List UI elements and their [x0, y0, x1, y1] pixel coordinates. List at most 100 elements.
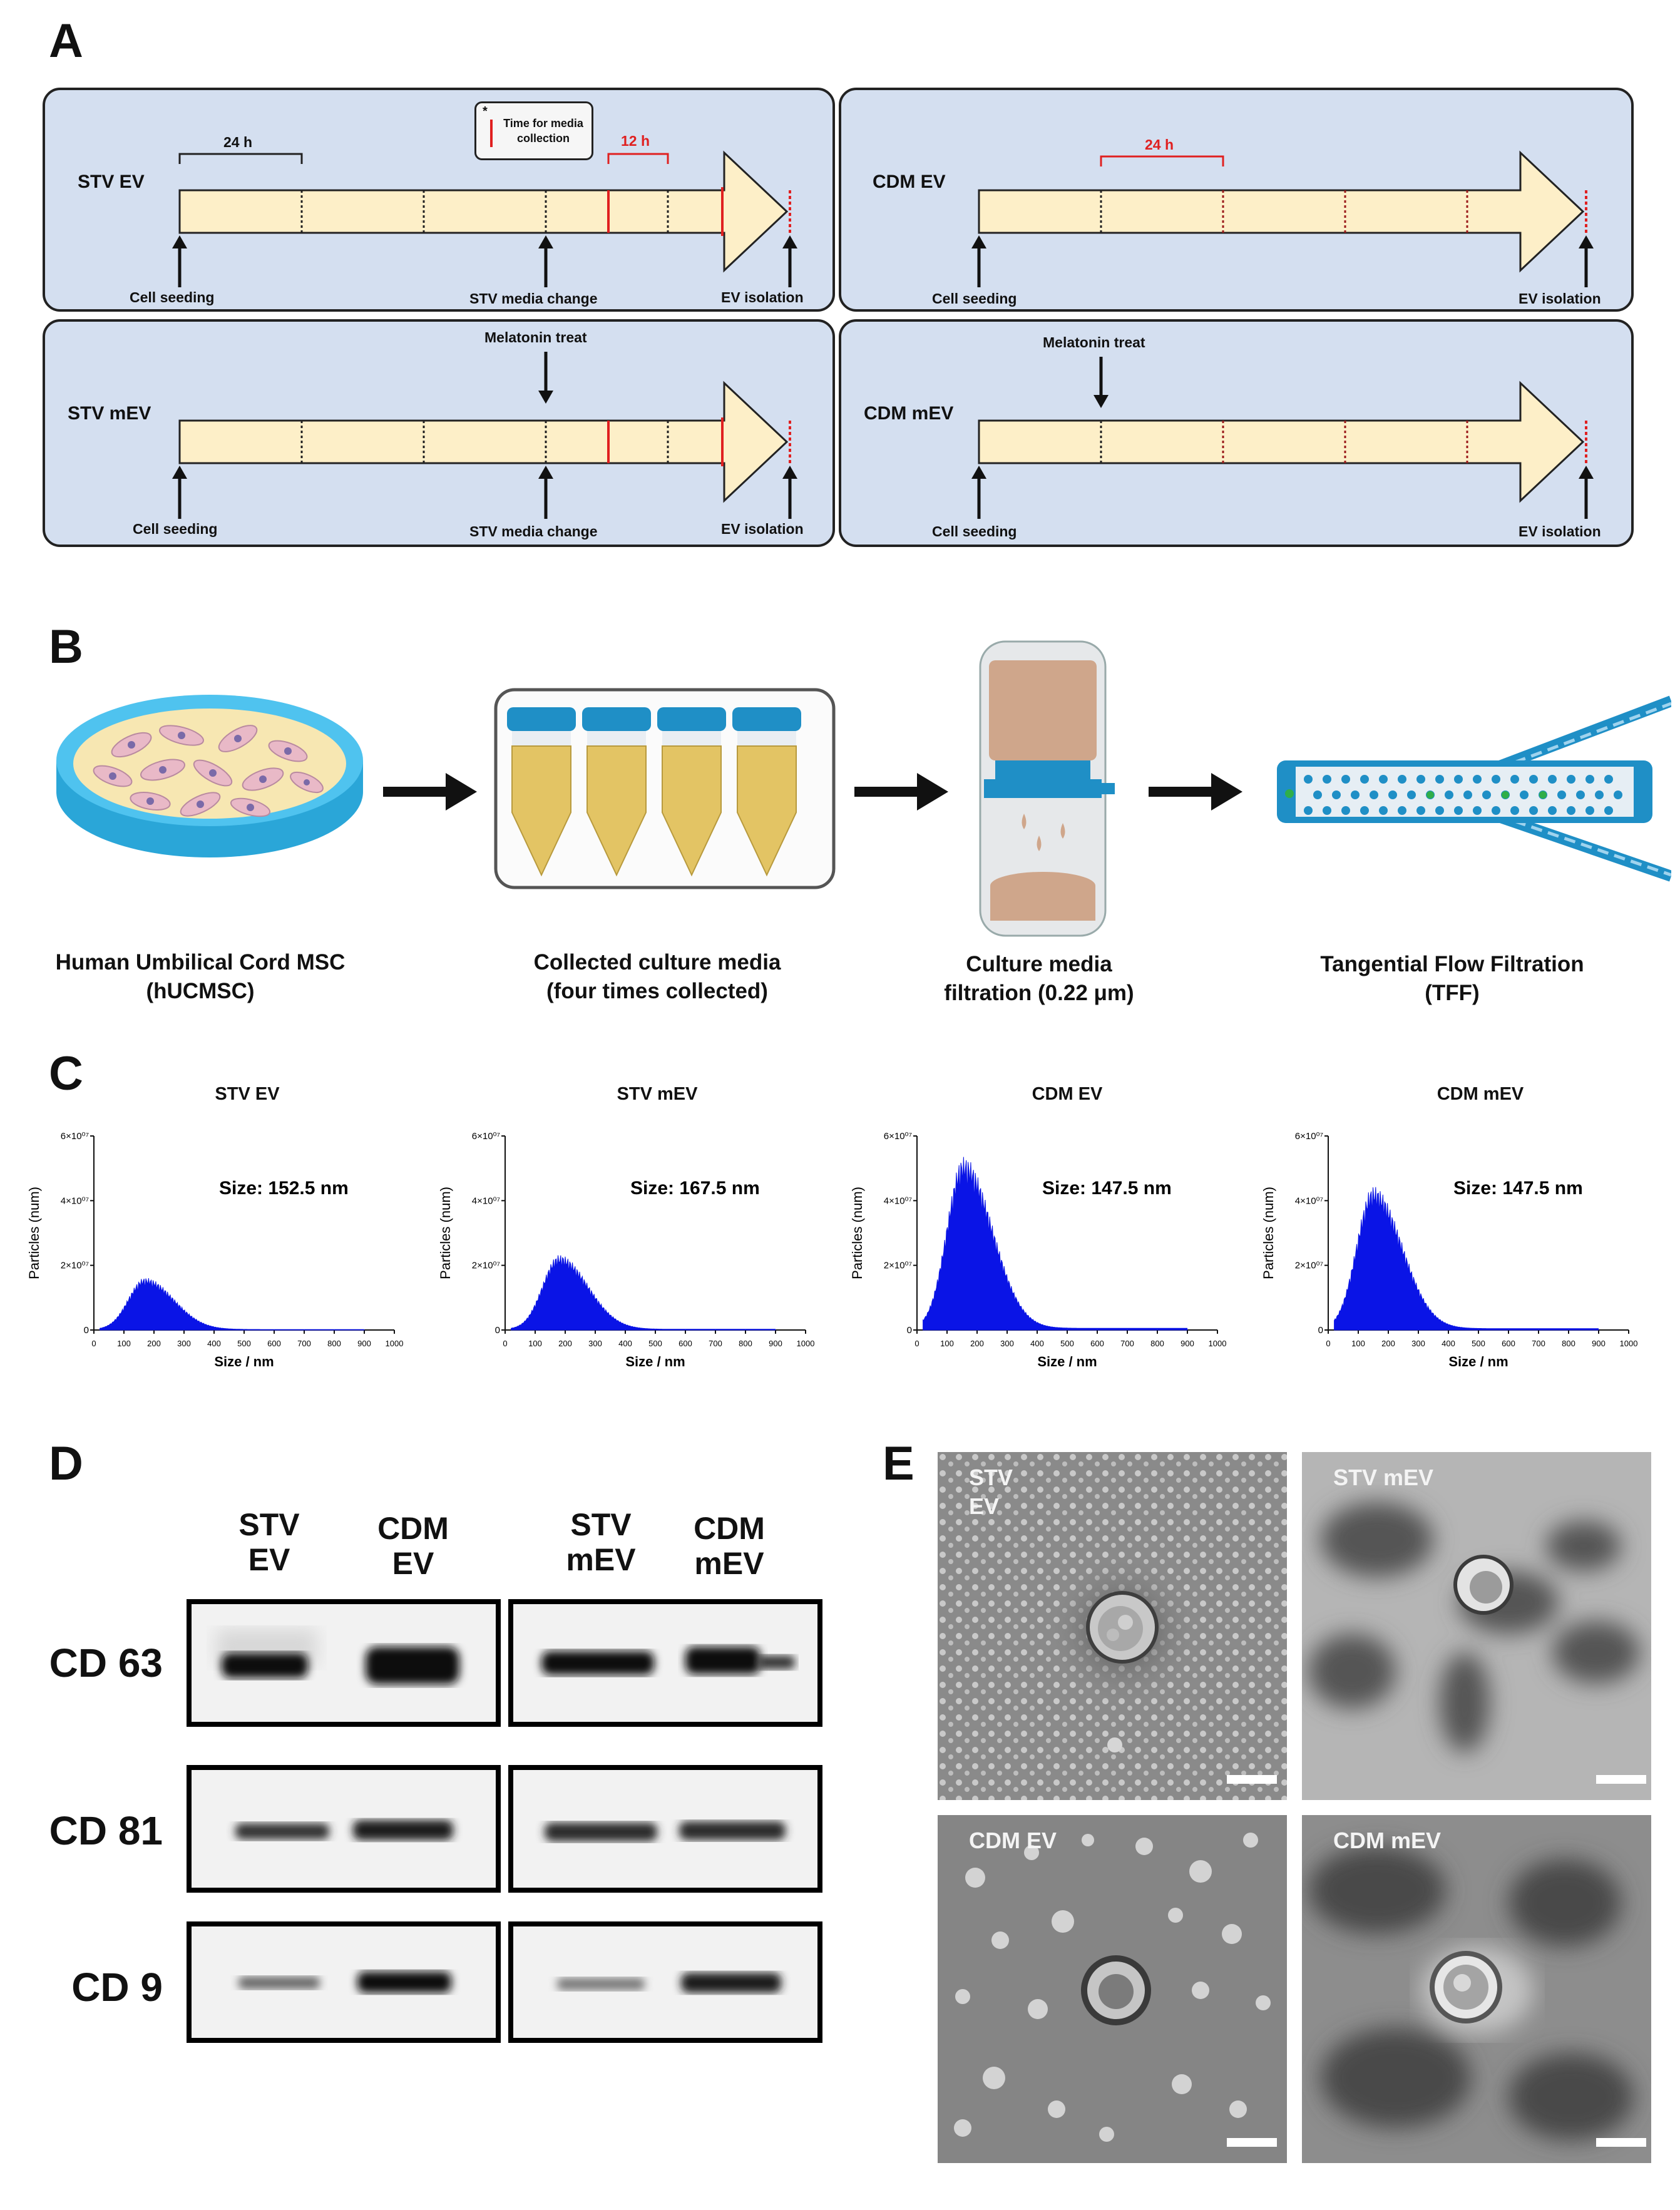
lane-line: CDM: [694, 1511, 765, 1546]
size-distribution-area: [100, 1278, 365, 1331]
label-media-change: STV media change: [469, 290, 598, 307]
lane-line: mEV: [694, 1546, 764, 1581]
tem-texture: [938, 1452, 1287, 1800]
y-tick-label: 6×10⁰⁷: [1295, 1131, 1323, 1142]
panel-letter-a: A: [49, 14, 83, 68]
y-tick-label: 6×10⁰⁷: [472, 1131, 500, 1142]
x-axis-label: Size / nm: [1037, 1354, 1097, 1369]
timeline-box-stv-mev: STV mEV Melatonin treat Cell seeding STV…: [43, 319, 835, 547]
x-tick-label: 800: [1150, 1339, 1164, 1348]
y-tick-label: 2×10⁰⁷: [884, 1261, 912, 1271]
y-tick-label: 2×10⁰⁷: [61, 1261, 89, 1271]
x-tick-label: 500: [648, 1339, 662, 1348]
step-caption-tff: Tangential Flow Filtration (TFF): [1277, 950, 1627, 1008]
size-distribution-area: [1334, 1187, 1599, 1331]
x-tick-label: 100: [528, 1339, 542, 1348]
marker-label-cd9: CD 9: [71, 1965, 163, 2010]
caption-line: (four times collected): [546, 979, 768, 1003]
y-axis-label: Particles (num): [26, 1187, 42, 1279]
x-tick-label: 200: [1381, 1339, 1395, 1348]
size-annotation: Size: 147.5 nm: [1453, 1178, 1583, 1199]
blot-bands: [217, 1629, 459, 1684]
y-axis-label: Particles (num): [1261, 1187, 1276, 1279]
tem-image-cdm-ev: CDM EV: [938, 1815, 1287, 2163]
tem-label: CDM mEV: [1333, 1828, 1442, 1853]
x-tick-label: 200: [147, 1339, 161, 1348]
x-tick-label: 1000: [797, 1339, 815, 1348]
caption-line: Human Umbilical Cord MSC: [55, 950, 346, 975]
timeline-box-cdm-mev: CDM mEV Melatonin treat Cell seeding EV …: [839, 319, 1634, 547]
caption-line: (hUCMSC): [146, 979, 255, 1003]
y-axis-label: Particles (num): [849, 1187, 865, 1279]
y-tick-label: 6×10⁰⁷: [61, 1131, 89, 1142]
x-tick-label: 1000: [386, 1339, 404, 1348]
x-tick-label: 300: [588, 1339, 602, 1348]
label-ev-isolation: EV isolation: [1519, 290, 1601, 307]
y-tick-label: 0: [84, 1325, 89, 1336]
x-tick-label: 200: [558, 1339, 572, 1348]
tem-image-cdm-mev: CDM mEV: [1302, 1815, 1651, 2163]
size-distribution-area: [511, 1255, 776, 1331]
tff-illustration: [1277, 695, 1671, 882]
chart-title-cdm-mev: CDM mEV: [1437, 1084, 1524, 1104]
y-tick-label: 6×10⁰⁷: [884, 1131, 912, 1142]
caption-line: Tangential Flow Filtration: [1320, 952, 1584, 976]
x-axis-label: Size / nm: [625, 1354, 685, 1369]
x-tick-label: 800: [327, 1339, 341, 1348]
label-cell-seeding: Cell seeding: [133, 521, 218, 537]
x-tick-label: 400: [1442, 1339, 1455, 1348]
y-tick-label: 2×10⁰⁷: [1295, 1261, 1323, 1271]
chart-title-cdm-ev: CDM EV: [1032, 1084, 1103, 1104]
x-tick-label: 500: [1060, 1339, 1074, 1348]
timeline-box-cdm-ev: CDM EV 24 h Cell seeding EV isolation: [839, 88, 1634, 312]
x-tick-label: 300: [177, 1339, 191, 1348]
panel-letter-e: E: [883, 1437, 914, 1490]
x-tick-label: 900: [357, 1339, 371, 1348]
span-12h-label: 12 h: [621, 133, 650, 149]
x-tick-label: 0: [1326, 1339, 1330, 1348]
x-tick-label: 1000: [1620, 1339, 1638, 1348]
lane-line: EV: [392, 1546, 434, 1581]
x-tick-label: 700: [297, 1339, 311, 1348]
tubes-illustration: [494, 688, 836, 889]
x-tick-label: 100: [1351, 1339, 1365, 1348]
legend-text: Time for media collection: [503, 117, 583, 145]
blot-bands: [557, 1973, 781, 1993]
x-tick-label: 400: [618, 1339, 632, 1348]
label-melatonin-treat: Melatonin treat: [484, 329, 587, 345]
legend-mark: *: [483, 105, 488, 118]
y-tick-label: 2×10⁰⁷: [472, 1261, 500, 1271]
panel-letter-d: D: [49, 1437, 83, 1490]
blot-bands: [235, 1820, 453, 1840]
lane-line: mEV: [566, 1542, 636, 1577]
tem-label: STV EV: [969, 1463, 1013, 1521]
tem-image-stv-ev: STV EV: [938, 1452, 1287, 1800]
label-media-change: STV media change: [469, 523, 598, 540]
blot-cd63-ev: [187, 1599, 501, 1727]
blot-bands: [541, 1647, 795, 1675]
x-tick-label: 500: [1472, 1339, 1485, 1348]
x-axis-label: Size / nm: [1448, 1354, 1508, 1369]
x-tick-label: 700: [1532, 1339, 1545, 1348]
petri-dish-illustration: [56, 695, 363, 857]
label-ev-isolation: EV isolation: [1519, 523, 1601, 540]
x-tick-label: 600: [679, 1339, 692, 1348]
timeline-arrow: [971, 357, 1594, 519]
timeline-title: CDM mEV: [864, 403, 954, 424]
timeline-arrow: [971, 150, 1594, 287]
x-tick-label: 600: [1502, 1339, 1515, 1348]
timeline-title: CDM EV: [873, 171, 946, 192]
y-tick-label: 0: [1318, 1325, 1323, 1336]
filter-illustration: [979, 640, 1115, 937]
x-axis-label: Size / nm: [214, 1354, 274, 1369]
tem-texture: [1308, 1502, 1640, 1752]
x-tick-label: 900: [769, 1339, 782, 1348]
x-tick-label: 600: [267, 1339, 281, 1348]
caption-line: filtration (0.22 μm): [944, 981, 1134, 1005]
y-tick-label: 4×10⁰⁷: [61, 1195, 89, 1206]
